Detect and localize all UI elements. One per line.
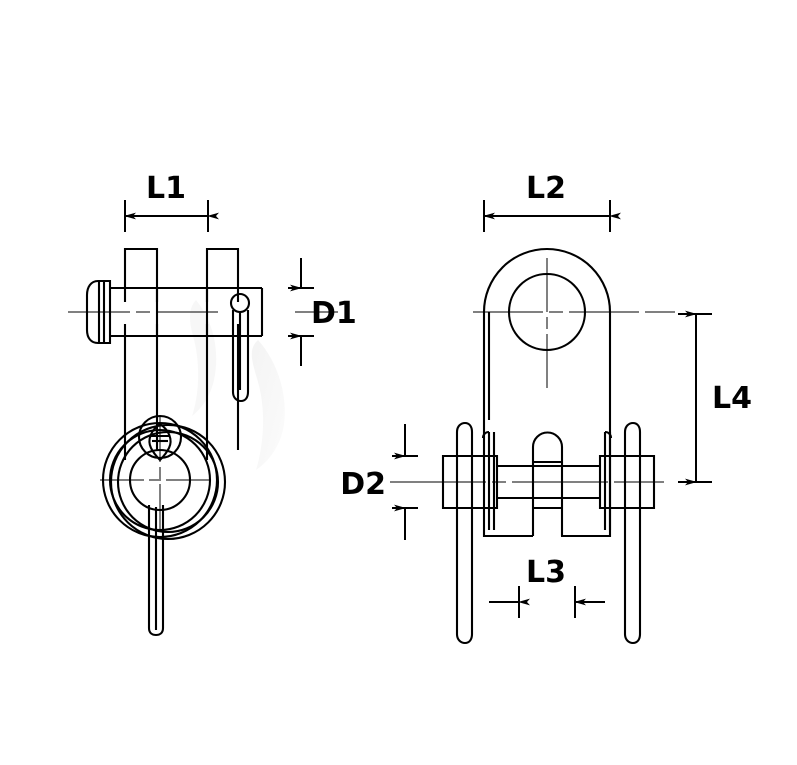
front-view-centerlines: [390, 258, 690, 483]
dimension-label-D2: D2: [340, 467, 386, 502]
watermark: [189, 300, 285, 470]
dimension-label-D1: D1: [311, 296, 357, 331]
front-view-geometry: [441, 247, 656, 645]
dimension-label-L1: L1: [146, 171, 186, 206]
dimension-L1: [124, 200, 219, 232]
dimension-D1: [288, 258, 314, 366]
dimension-L3: [489, 586, 605, 618]
dimension-label-L3: L3: [526, 555, 566, 590]
side-view-centerlines: [68, 311, 338, 545]
dimension-L4: [678, 310, 712, 486]
dimension-D2: [392, 424, 418, 540]
dimension-L2: [483, 200, 621, 232]
dimension-label-L4: L4: [712, 381, 752, 416]
dimension-label-L2: L2: [526, 171, 566, 206]
